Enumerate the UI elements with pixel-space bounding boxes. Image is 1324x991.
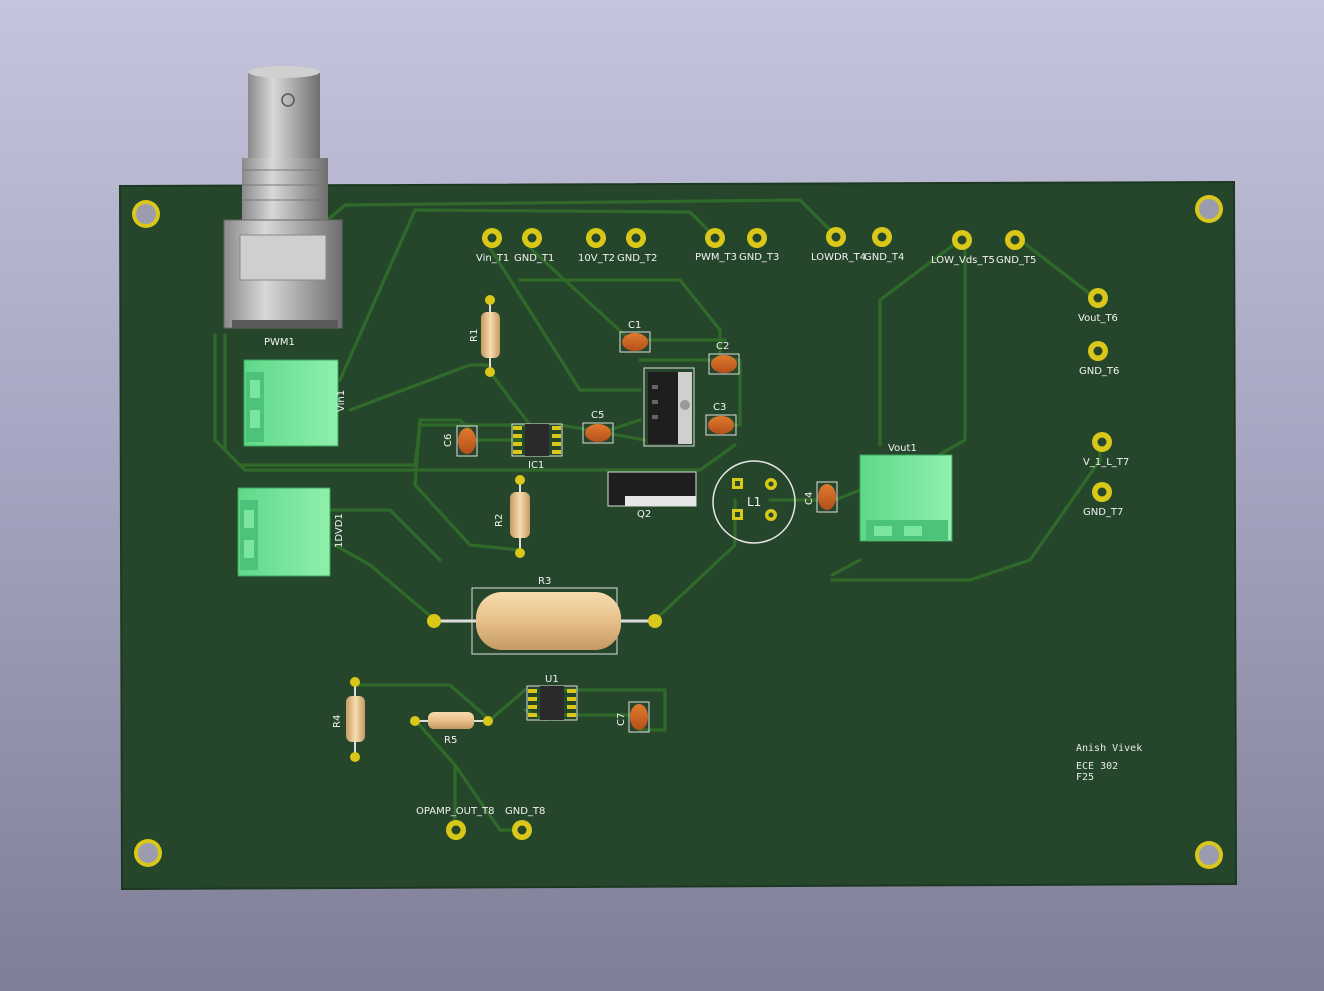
label-gnd-t7: GND_T7 [1083,507,1123,518]
mounting-hole [1195,195,1223,223]
testpoint-vin-t1 [482,228,502,248]
ref-l1: L1 [747,495,761,509]
testpoint-10v-t2 [586,228,606,248]
testpoint-gnd-t5 [1005,230,1025,250]
mounting-hole [134,839,162,867]
testpoint-gnd-t3 [747,228,767,248]
testpoint-low-vds-t5 [952,230,972,250]
capacitor-c6 [456,425,478,457]
ref-c5: C5 [591,410,604,421]
testpoint-gnd-t7 [1092,482,1112,502]
test-point-labels: Vin_T1 GND_T1 10V_T2 GND_T2 PWM_T3 GND_T… [416,252,1129,817]
terminal-block-vin1 [243,359,339,447]
ref-r2: R2 [494,514,505,527]
pcb-board [118,180,1238,891]
term-code: F25 [1076,772,1094,783]
capacitor-c4 [816,481,838,513]
ref-c2: C2 [716,341,729,352]
terminal-block-1dvd1 [237,487,331,577]
testpoint-gnd-t4 [872,227,892,247]
label-gnd-t6: GND_T6 [1079,366,1119,377]
mounting-holes [132,195,1223,869]
author-name: Anish Vivek [1076,743,1142,754]
label-lowdr-t4: LOWDR_T4 [811,252,866,263]
label-gnd-t5: GND_T5 [996,255,1036,266]
label-gnd-t4: GND_T4 [864,252,904,263]
resistor-r4 [346,677,365,762]
label-v1l-t7: V_1_L_T7 [1083,457,1129,468]
ref-vout1: Vout1 [888,443,917,454]
ref-c4: C4 [804,492,815,505]
label-gnd-t1: GND_T1 [514,253,554,264]
capacitor-c2 [708,353,740,375]
ref-ic1: IC1 [528,460,544,471]
label-gnd-t3: GND_T3 [739,252,779,263]
ref-r4: R4 [332,715,343,728]
ic-u1 [526,685,578,721]
ref-c3: C3 [713,402,726,413]
label-vout-t6: Vout_T6 [1078,313,1118,324]
ref-q2: Q2 [637,509,651,520]
testpoint-pwm-t3 [705,228,725,248]
transistor-q2 [607,471,697,507]
resistor-r5 [410,712,493,729]
course-code: ECE 302 [1076,761,1118,772]
label-gnd-t2: GND_T2 [617,253,657,264]
ic-ic1 [511,423,563,457]
capacitor-c5 [582,422,614,444]
resistor-r1 [481,295,500,377]
label-pwm-t3: PWM_T3 [695,252,737,263]
label-vin-t1: Vin_T1 [476,253,509,264]
testpoint-opamp-t8 [446,820,466,840]
label-gnd-t8: GND_T8 [505,806,545,817]
ref-r5: R5 [444,735,457,746]
ref-c6: C6 [443,434,454,447]
mounting-hole [1195,841,1223,869]
ref-pwm1: PWM1 [264,337,295,348]
label-opamp-t8: OPAMP_OUT_T8 [416,806,495,817]
inductor-l1 [712,460,796,544]
capacitor-c7 [628,701,650,733]
testpoint-lowdr-t4 [826,227,846,247]
testpoint-gnd-t6 [1088,341,1108,361]
ref-r3: R3 [538,576,551,587]
label-10v-t2: 10V_T2 [578,253,615,264]
ref-c1: C1 [628,320,641,331]
resistor-r3 [427,587,662,655]
testpoint-gnd-t8 [512,820,532,840]
capacitor-c1 [619,331,651,353]
testpoint-vout-t6 [1088,288,1108,308]
testpoint-v1l-t7 [1092,432,1112,452]
testpoint-gnd-t1 [522,228,542,248]
mounting-hole [132,200,160,228]
bnc-connector-pwm1 [223,66,343,329]
ref-vin1: Vin1 [336,390,347,412]
ref-r1: R1 [469,329,480,342]
resistor-r2 [510,475,530,558]
terminal-block-vout1 [859,454,953,542]
testpoint-gnd-t2 [626,228,646,248]
ref-u1: U1 [545,674,559,685]
label-low-vds-t5: LOW_Vds_T5 [931,255,995,266]
ref-c7: C7 [616,713,627,726]
test-points [446,227,1112,840]
ref-1dvd1: 1DVD1 [334,513,345,548]
capacitor-c3 [705,414,737,436]
regulator-to220 [643,367,695,447]
